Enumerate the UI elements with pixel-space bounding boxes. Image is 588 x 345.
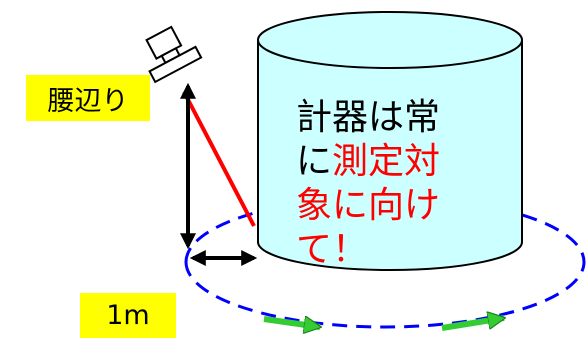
measured-tank	[257, 11, 523, 271]
instruction-line-2-emphasis: 測定対	[332, 141, 441, 182]
instruction-line-2-prefix: に	[296, 141, 333, 182]
measuring-instrument-icon	[145, 25, 203, 84]
waist-height-label: 腰辺り	[26, 75, 150, 121]
instruction-line-3: 象に向け	[296, 185, 441, 226]
pointing-line	[182, 91, 256, 227]
instruction-text: 計器は常 に測定対 象に向け て！	[296, 96, 496, 272]
instruction-line-1: 計器は常	[296, 97, 441, 138]
distance-label: 1m	[80, 293, 176, 338]
motion-arrow-icon	[263, 319, 320, 327]
motion-arrow-icon	[441, 318, 504, 331]
instruction-line-2: に測定対	[296, 140, 496, 184]
instruction-line-4: て！	[296, 229, 369, 270]
walking-path-front	[184, 261, 586, 329]
